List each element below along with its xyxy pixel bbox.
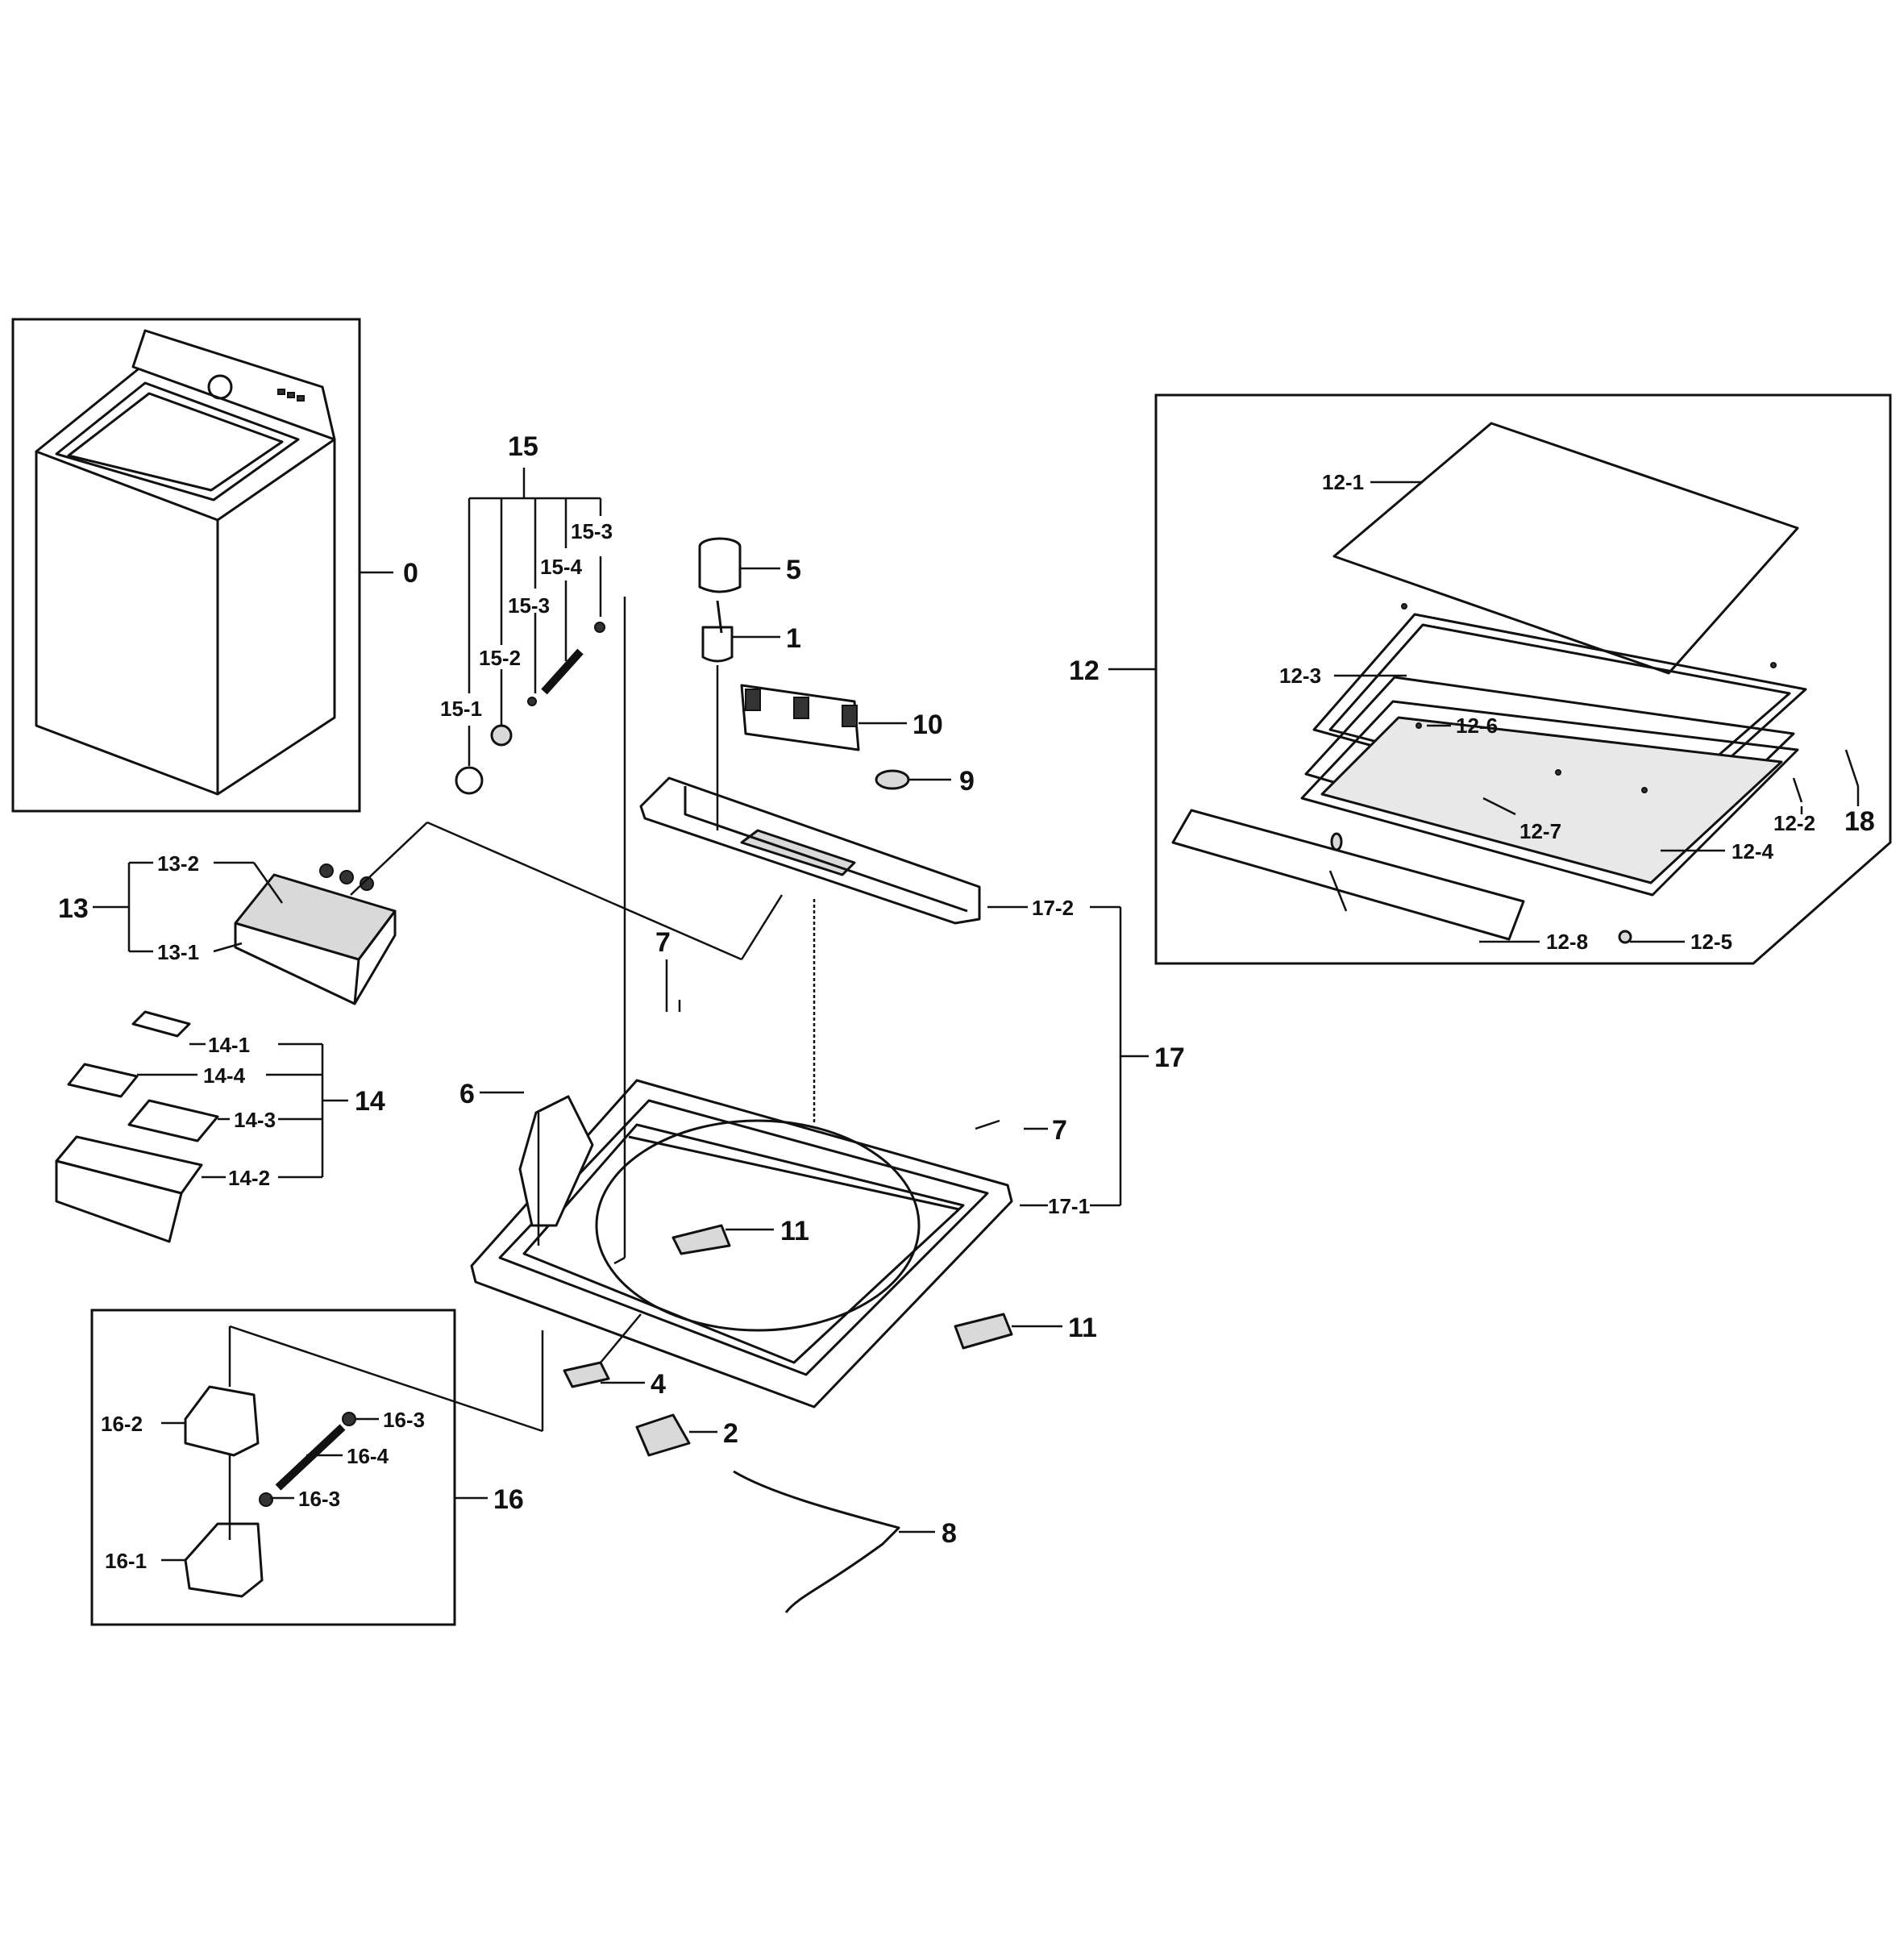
assembly-0-box bbox=[11, 318, 361, 813]
label-12-5: 12-5 bbox=[1690, 930, 1732, 954]
assembly-12-box bbox=[1154, 393, 1892, 965]
label-14-3: 14-3 bbox=[234, 1108, 276, 1132]
dispenser-drawer-parts-illustration bbox=[55, 1010, 219, 1243]
label-13-2: 13-2 bbox=[157, 851, 199, 876]
connector-lines bbox=[93, 468, 1860, 1562]
label-9: 9 bbox=[959, 766, 975, 797]
top-panel-illustration bbox=[470, 1000, 1013, 1613]
label-15-3-top: 15-3 bbox=[571, 519, 613, 543]
washer-overview-illustration bbox=[35, 329, 336, 796]
label-14-4: 14-4 bbox=[203, 1063, 246, 1088]
label-16-4: 16-4 bbox=[347, 1444, 389, 1468]
label-12-8: 12-8 bbox=[1546, 930, 1588, 954]
label-12-3: 12-3 bbox=[1279, 664, 1321, 688]
label-15-1: 15-1 bbox=[440, 697, 482, 721]
label-11-upper: 11 bbox=[780, 1216, 809, 1246]
label-10: 10 bbox=[913, 710, 943, 740]
label-17-1: 17-1 bbox=[1048, 1194, 1090, 1218]
callout-labels: 0 15 15-3 15-4 15-3 15-2 15-1 5 1 10 9 1… bbox=[58, 431, 1875, 1573]
label-15-2: 15-2 bbox=[479, 646, 521, 670]
label-15: 15 bbox=[508, 431, 538, 462]
lid-frame-illustration bbox=[1171, 603, 1860, 944]
lid-glass-illustration bbox=[1332, 422, 1799, 675]
control-panel-frame-illustration bbox=[639, 776, 981, 925]
label-6: 6 bbox=[459, 1079, 475, 1109]
label-2: 2 bbox=[723, 1418, 738, 1449]
label-5: 5 bbox=[786, 555, 801, 585]
label-7-right: 7 bbox=[1052, 1115, 1067, 1146]
label-18: 18 bbox=[1844, 806, 1875, 837]
label-17-2: 17-2 bbox=[1032, 896, 1074, 920]
label-12-6: 12-6 bbox=[1456, 714, 1498, 738]
label-13: 13 bbox=[58, 893, 89, 924]
label-15-4: 15-4 bbox=[540, 555, 583, 579]
label-12: 12 bbox=[1069, 655, 1100, 686]
label-17: 17 bbox=[1154, 1042, 1185, 1073]
label-12-4: 12-4 bbox=[1731, 839, 1774, 863]
label-16-1: 16-1 bbox=[105, 1549, 147, 1573]
label-16-2: 16-2 bbox=[101, 1412, 143, 1436]
label-0: 0 bbox=[403, 558, 418, 589]
detergent-dispenser-top-illustration bbox=[234, 863, 397, 1005]
label-7-left: 7 bbox=[655, 927, 671, 958]
label-13-1: 13-1 bbox=[157, 940, 199, 964]
switch-bracket-illustration bbox=[740, 684, 860, 751]
label-8: 8 bbox=[942, 1518, 957, 1549]
label-1: 1 bbox=[786, 623, 801, 654]
label-11-lower: 11 bbox=[1068, 1313, 1097, 1343]
label-16: 16 bbox=[493, 1484, 524, 1515]
assembly-16-box bbox=[90, 1309, 456, 1626]
label-14-1: 14-1 bbox=[208, 1033, 250, 1057]
label-16-3-top: 16-3 bbox=[383, 1408, 425, 1432]
label-15-3-mid: 15-3 bbox=[508, 593, 550, 618]
lid-hinge-parts-illustration bbox=[455, 622, 605, 795]
label-12-2: 12-2 bbox=[1773, 811, 1815, 835]
label-16-3-bottom: 16-3 bbox=[298, 1487, 340, 1511]
label-4: 4 bbox=[651, 1369, 666, 1400]
control-knob-and-shaft-illustration bbox=[698, 537, 742, 663]
dial-knob-illustration bbox=[875, 769, 910, 790]
label-14: 14 bbox=[355, 1086, 385, 1117]
lid-hinge-lower-parts-illustration bbox=[184, 1385, 356, 1598]
label-14-2: 14-2 bbox=[228, 1166, 270, 1190]
label-12-7: 12-7 bbox=[1519, 819, 1561, 843]
label-12-1: 12-1 bbox=[1322, 470, 1364, 494]
